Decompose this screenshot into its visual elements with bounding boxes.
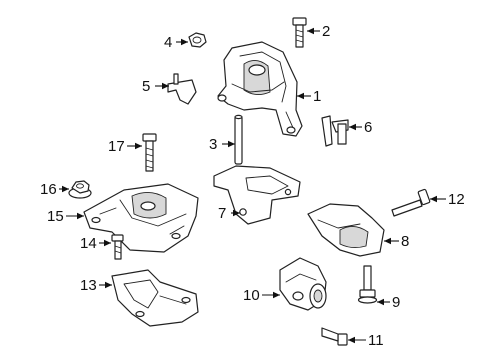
callout-number-9: 9: [392, 294, 400, 311]
bolt-12: [391, 188, 431, 217]
callout-14-arrowhead: [104, 239, 111, 247]
bolt-11: [321, 327, 348, 346]
callout-7-arrowhead: [233, 209, 240, 217]
callout-15: 15: [47, 208, 84, 225]
nut-4: [188, 32, 207, 48]
callout-10-arrowhead: [273, 291, 280, 299]
callout-number-8: 8: [401, 233, 409, 250]
callout-17-arrowhead: [135, 142, 142, 150]
callout-13-arrowhead: [105, 281, 112, 289]
engine-mount-upper: [217, 41, 303, 137]
clip-bracket-6: [321, 115, 349, 147]
callout-15-arrowhead: [77, 212, 84, 220]
callout-4: 4: [164, 34, 188, 51]
stud-3: [234, 114, 243, 165]
callout-7: 7: [218, 205, 240, 222]
callout-5-arrowhead: [162, 82, 169, 90]
callout-number-6: 6: [364, 119, 372, 136]
callout-2: 2: [307, 23, 330, 40]
lower-mount-13: [111, 269, 199, 327]
callout-12-arrowhead: [430, 195, 437, 203]
bracket-plate-7: [213, 165, 301, 225]
callout-1-arrowhead: [297, 92, 304, 100]
callout-number-14: 14: [80, 235, 97, 252]
callout-14: 14: [80, 235, 111, 252]
callout-9-arrowhead: [377, 298, 384, 306]
callout-number-10: 10: [243, 287, 260, 304]
callout-6: 6: [349, 119, 372, 136]
callout-9: 9: [377, 294, 400, 311]
flange-nut-16: [68, 180, 92, 199]
bolt-2: [292, 17, 307, 48]
callout-6-arrowhead: [349, 123, 356, 131]
callout-8: 8: [384, 233, 409, 250]
callout-number-2: 2: [322, 23, 330, 40]
callout-3: 3: [209, 136, 235, 153]
callout-number-7: 7: [218, 205, 226, 222]
bolt-17: [142, 133, 157, 172]
callout-2-arrowhead: [307, 27, 314, 35]
callout-11-arrowhead: [348, 336, 355, 344]
callout-5: 5: [142, 78, 169, 95]
rear-mount-8: [307, 203, 385, 257]
callout-1: 1: [297, 88, 321, 105]
callout-number-3: 3: [209, 136, 217, 153]
callout-number-4: 4: [164, 34, 172, 51]
callout-10: 10: [243, 287, 280, 304]
callout-number-17: 17: [108, 138, 125, 155]
bushing-mount-10: [279, 257, 327, 311]
callout-number-12: 12: [448, 191, 465, 208]
callout-17: 17: [108, 138, 142, 155]
callout-11: 11: [348, 332, 384, 349]
bracket-5: [167, 73, 197, 105]
callout-16: 16: [40, 181, 69, 198]
transmission-mount-15: [83, 183, 199, 253]
callout-4-arrowhead: [181, 38, 188, 46]
callout-13: 13: [80, 277, 112, 294]
bolt-9: [357, 265, 378, 304]
bolt-14: [111, 234, 124, 260]
callout-12: 12: [430, 191, 465, 208]
callout-number-11: 11: [368, 332, 384, 349]
callout-3-arrowhead: [228, 140, 235, 148]
callout-8-arrowhead: [384, 237, 391, 245]
callout-16-arrowhead: [62, 185, 69, 193]
callout-number-1: 1: [313, 88, 321, 105]
callout-number-13: 13: [80, 277, 97, 294]
callout-number-16: 16: [40, 181, 57, 198]
callout-number-5: 5: [142, 78, 150, 95]
callout-number-15: 15: [47, 208, 64, 225]
